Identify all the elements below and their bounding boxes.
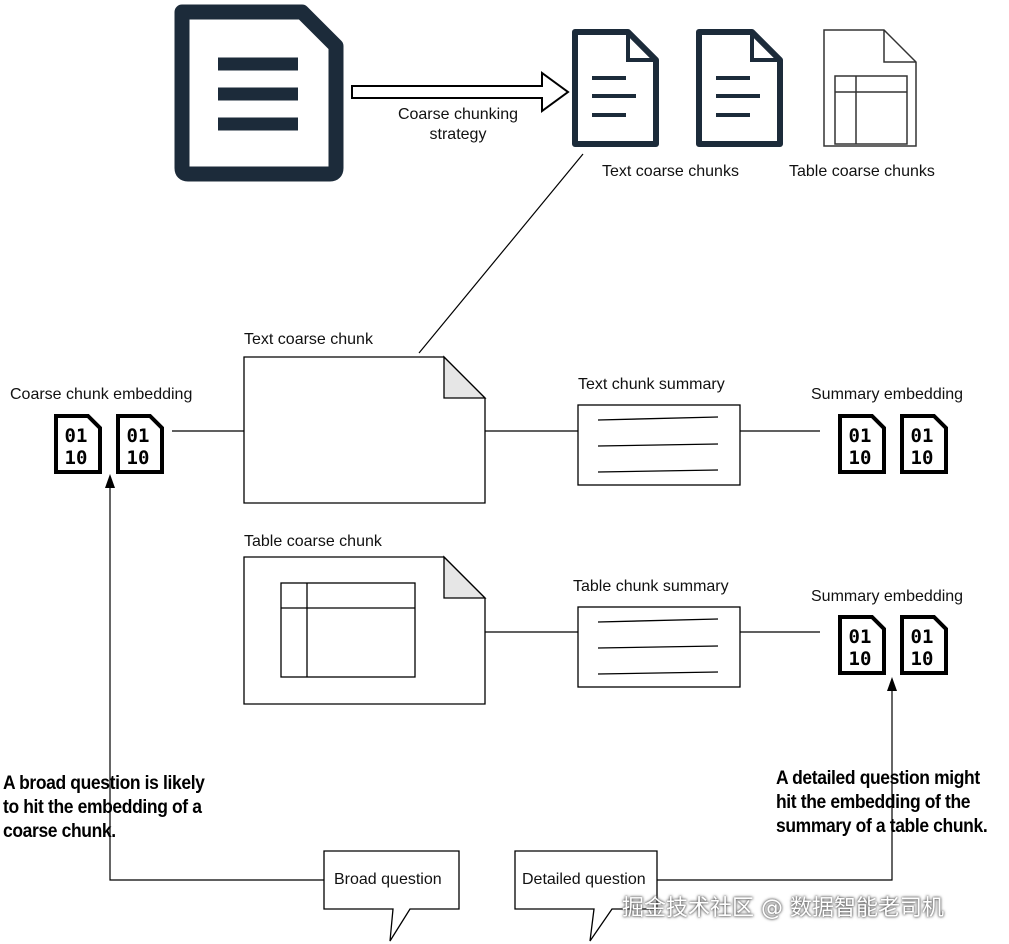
chunking-arrow-icon bbox=[351, 71, 570, 113]
embedding-icon bbox=[116, 414, 164, 474]
broad-question-bubble bbox=[323, 850, 460, 942]
embedding-icon bbox=[900, 414, 948, 474]
broad-note-line1: A broad question is likely bbox=[3, 773, 205, 794]
broad-note-line2: to hit the embedding of a bbox=[3, 797, 202, 818]
embedding-icon bbox=[54, 414, 102, 474]
detailed-question-note: A detailed question might hit the embedd… bbox=[776, 767, 988, 839]
table-chunk-summary-label: Table chunk summary bbox=[573, 578, 729, 595]
broad-question-arrow bbox=[105, 474, 324, 881]
detailed-note-line2: hit the embedding of the bbox=[776, 792, 971, 813]
summary-embedding-label: Summary embedding bbox=[811, 386, 964, 403]
table-coarse-chunk-label: Table coarse chunk bbox=[244, 533, 382, 550]
text-coarse-chunks-label: Text coarse chunks bbox=[602, 163, 739, 180]
table-chunk-summary-box bbox=[577, 606, 741, 688]
detailed-note-line1: A detailed question might bbox=[776, 768, 980, 789]
coarse-chunking-label: Coarse chunking strategy bbox=[380, 105, 536, 145]
chunk-link-line bbox=[418, 153, 584, 354]
table-chunk-icon bbox=[823, 29, 917, 147]
detailed-question-arrow bbox=[657, 677, 897, 881]
broad-note-line3: coarse chunk. bbox=[3, 821, 116, 842]
embedding-icon bbox=[838, 615, 886, 675]
text-chunk-icon bbox=[696, 29, 783, 147]
coarse-chunk-embedding-label: Coarse chunk embedding bbox=[10, 386, 193, 403]
text-chunk-summary-label: Text chunk summary bbox=[578, 376, 725, 393]
text-chunk-summary-box bbox=[577, 404, 741, 486]
table-coarse-chunks-label: Table coarse chunks bbox=[789, 163, 935, 180]
detailed-question-label: Detailed question bbox=[522, 871, 646, 888]
text-coarse-chunk-page bbox=[243, 355, 487, 504]
table-coarse-chunk-page bbox=[243, 555, 487, 705]
broad-question-note: A broad question is likely to hit the em… bbox=[3, 772, 205, 844]
embedding-icon bbox=[900, 615, 948, 675]
summary-embedding-label: Summary embedding bbox=[811, 588, 964, 605]
text-chunk-icon bbox=[572, 29, 659, 147]
coarse-chunking-label-line1: Coarse chunking bbox=[397, 106, 519, 123]
coarse-chunking-label-line2: strategy bbox=[429, 126, 487, 143]
text-coarse-chunk-label: Text coarse chunk bbox=[244, 331, 373, 348]
broad-question-label: Broad question bbox=[334, 871, 442, 888]
detailed-note-line3: summary of a table chunk. bbox=[776, 816, 988, 837]
source-document-icon bbox=[174, 4, 344, 182]
detailed-question-bubble bbox=[514, 850, 658, 942]
watermark: 掘金技术社区 @ 数据智能老司机 bbox=[622, 896, 944, 921]
embedding-icon bbox=[838, 414, 886, 474]
